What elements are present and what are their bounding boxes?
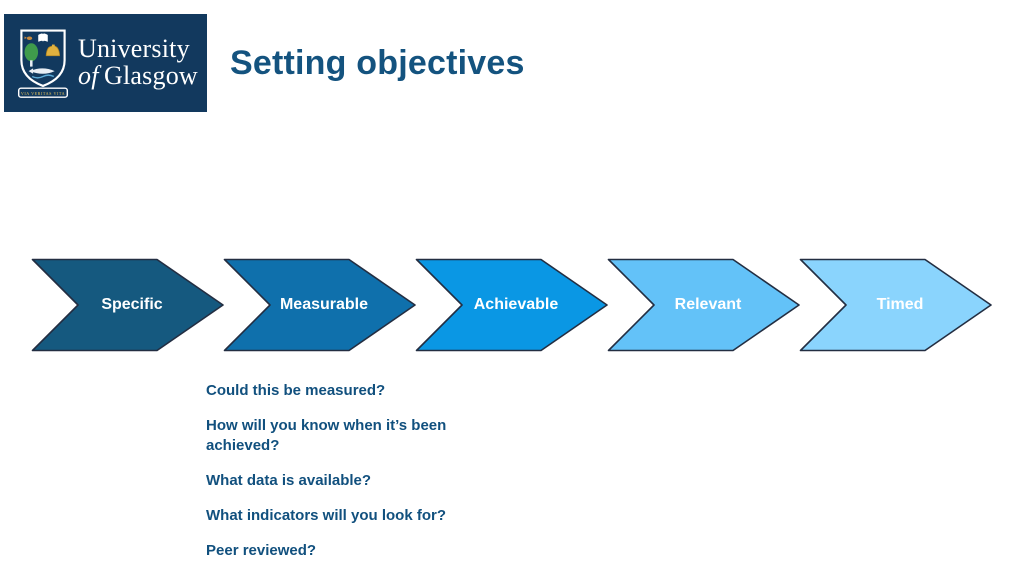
water-icon — [31, 74, 55, 79]
tree-trunk-icon — [30, 60, 33, 67]
chevron-shape-icon — [799, 258, 992, 352]
chevron-specific: Specific — [31, 258, 225, 352]
chevron-measurable: Measurable — [223, 258, 417, 352]
bird-icon — [26, 36, 33, 41]
university-logo: VIA VERITAS VITA University of Glasgow — [4, 14, 207, 112]
chevron-label: Timed — [876, 296, 924, 313]
measurable-questions-list: Could this be measured? How will you kno… — [206, 381, 458, 576]
question-item: How will you know when it’s been achieve… — [206, 417, 447, 454]
bird-tail-icon — [24, 36, 27, 40]
chevron-relevant: Relevant — [607, 258, 801, 352]
question-item: What indicators will you look for? — [206, 507, 447, 524]
tree-icon — [24, 43, 39, 62]
smart-arrow-diagram: Specific Measurable Achievable Relevant — [0, 258, 1024, 352]
chevron-label: Achievable — [473, 296, 559, 313]
university-wordmark: University of Glasgow — [78, 36, 198, 89]
fish-icon — [30, 68, 55, 74]
chevron-label: Relevant — [674, 296, 742, 313]
motto-banner — [17, 87, 69, 98]
question-item: What data is available? — [206, 472, 372, 489]
chevron-timed: Timed — [799, 258, 993, 352]
chevron-shape-icon — [31, 258, 224, 352]
page-title: Setting objectives — [230, 44, 525, 82]
chevron-achievable: Achievable — [415, 258, 609, 352]
chevron-label: Specific — [101, 296, 163, 313]
fish-tail-icon — [28, 68, 34, 74]
question-item: Could this be measured? — [206, 382, 386, 399]
bell-handle-icon — [52, 44, 55, 49]
book-icon — [38, 33, 48, 42]
question-item: Peer reviewed? — [206, 542, 317, 559]
university-wordmark-line1: University — [78, 34, 190, 64]
chevron-shape-icon — [607, 258, 800, 352]
chevron-shape-icon — [223, 258, 416, 352]
motto-text: VIA VERITAS VITA — [21, 91, 65, 96]
chevron-label: Measurable — [279, 296, 369, 313]
university-crest-icon: VIA VERITAS VITA — [17, 29, 69, 98]
university-wordmark-line2: of Glasgow — [78, 61, 198, 90]
chevron-shape-icon — [415, 258, 608, 352]
